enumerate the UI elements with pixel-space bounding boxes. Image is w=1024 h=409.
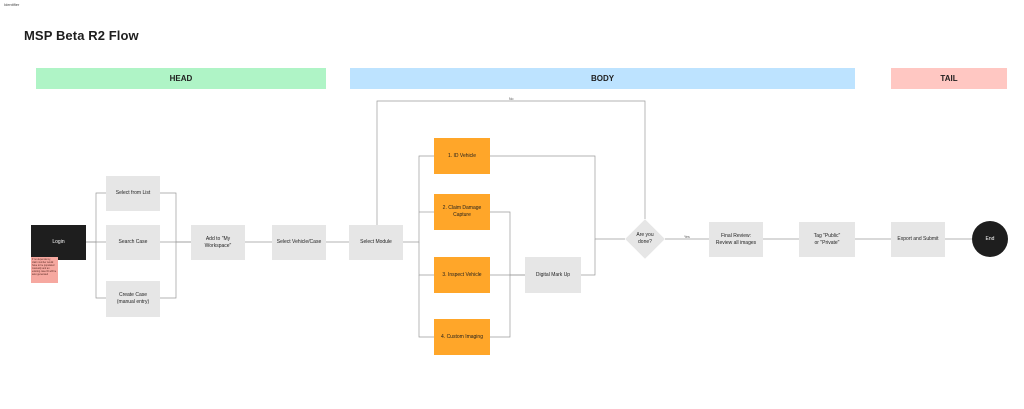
decision-label: Are you done? <box>636 232 654 245</box>
edge-login-to-select-from-list <box>86 192 106 243</box>
node-select-from-list[interactable]: Select from List <box>106 176 160 211</box>
sticky-note: If no dependency, claim number would hav… <box>31 257 58 283</box>
band-body: BODY <box>350 68 855 89</box>
band-tail: TAIL <box>891 68 1007 89</box>
node-custom-imaging[interactable]: 4. Custom Imaging <box>434 319 490 355</box>
node-create-case[interactable]: Create Case (manual entry) <box>106 281 160 317</box>
node-inspect-vehicle[interactable]: 3. Inspect Vehicle <box>434 257 490 293</box>
edge-select-from-list-to-workspace <box>160 192 191 243</box>
edge-claim-damage-to-markup <box>490 211 525 276</box>
edge-module-to-custom-imaging <box>418 275 434 338</box>
edge-decision-no-loop <box>376 100 646 225</box>
edge-login-to-create-case <box>95 242 106 299</box>
edge-label-no: No <box>509 97 514 101</box>
node-claim-damage-capture[interactable]: 2. Claim Damage Capture <box>434 194 490 230</box>
edge-markup-to-decision <box>581 239 596 276</box>
node-end[interactable]: End <box>972 221 1008 257</box>
node-are-you-done[interactable]: Are you done? <box>625 219 665 259</box>
corner-label: Identifier <box>4 2 20 7</box>
node-final-review[interactable]: Final Review: Review all images <box>709 222 763 257</box>
edge-module-to-inspect-vehicle <box>418 242 434 276</box>
edge-id-vehicle-to-decision <box>490 155 625 240</box>
node-select-module[interactable]: Select Module <box>349 225 403 260</box>
node-export-and-submit[interactable]: Export and Submit <box>891 222 945 257</box>
edge-module-to-id-vehicle <box>403 155 434 243</box>
node-select-vehicle-case[interactable]: Select Vehicle/Case <box>272 225 326 260</box>
node-id-vehicle[interactable]: 1. ID Vehicle <box>434 138 490 174</box>
band-head: HEAD <box>36 68 326 89</box>
node-add-to-workspace[interactable]: Add to "My Workspace" <box>191 225 245 260</box>
edge-create-case-to-workspace <box>160 242 177 299</box>
edge-label-yes: Yes <box>684 235 690 239</box>
node-search-case[interactable]: Search Case <box>106 225 160 260</box>
page-title: MSP Beta R2 Flow <box>24 28 139 43</box>
node-login[interactable]: Login <box>31 225 86 260</box>
node-digital-mark-up[interactable]: Digital Mark Up <box>525 257 581 293</box>
edge-custom-imaging-to-markup <box>490 275 511 338</box>
node-tag-public-private[interactable]: Tag "Public" or "Private" <box>799 222 855 257</box>
